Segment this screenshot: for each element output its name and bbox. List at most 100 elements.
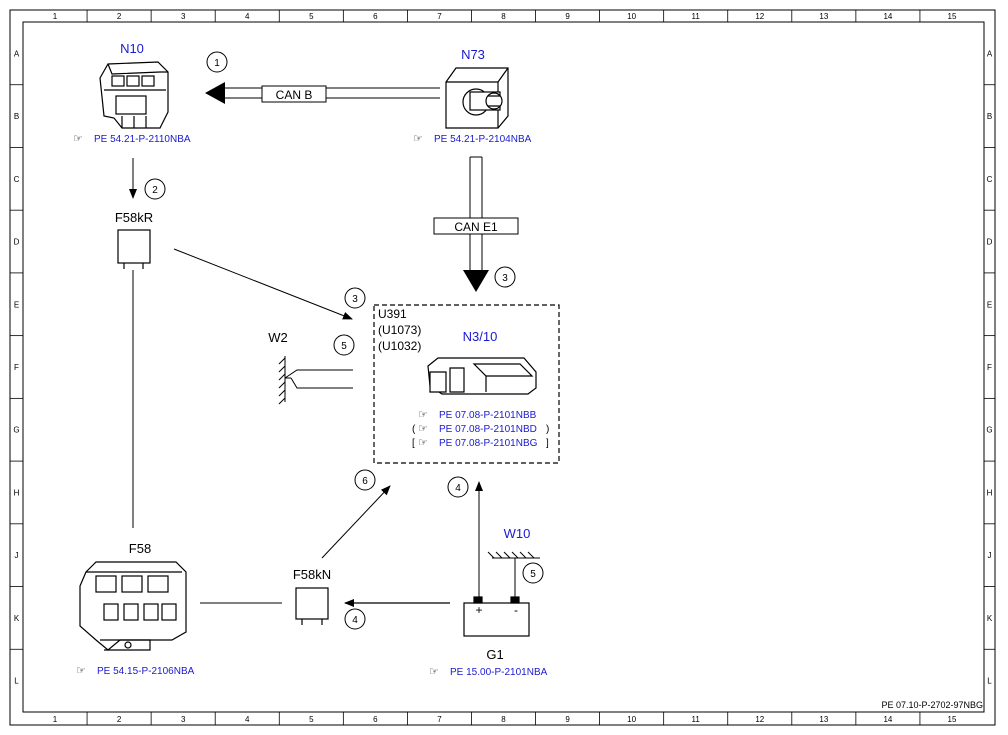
grid-row-left-D: D xyxy=(14,238,20,247)
step-5a-number: 5 xyxy=(341,341,347,352)
grid-col-bottom-4: 4 xyxy=(245,715,250,724)
n3-10-ref-1: PE 07.08-P-2101NBB xyxy=(439,410,537,421)
grid-col-bottom-6: 6 xyxy=(373,715,378,724)
n73-label: N73 xyxy=(461,47,485,62)
grid-row-right-F: F xyxy=(987,363,992,372)
can-e1-label: CAN E1 xyxy=(454,220,498,234)
grid-col-top-10: 10 xyxy=(627,12,636,21)
grid-row-left-B: B xyxy=(14,112,19,121)
f58-ref-icon: ☞ xyxy=(76,664,86,677)
f58kn-component: F58kN xyxy=(293,567,331,625)
grid-row-left-C: C xyxy=(14,175,20,184)
grid-col-top-12: 12 xyxy=(755,12,764,21)
grid-row-right-K: K xyxy=(987,614,993,623)
f58kr-relay-icon xyxy=(117,229,151,269)
can-b-bus: CAN B xyxy=(205,82,440,104)
grid-col-top-11: 11 xyxy=(692,12,701,21)
n3-10-code-1: U391 xyxy=(378,307,407,321)
f58-component: F58 ☞ PE 54.15-P-2106NBA xyxy=(76,541,195,677)
grid-col-top-8: 8 xyxy=(501,12,506,21)
step-6-number: 6 xyxy=(362,476,368,487)
grid-col-bottom-13: 13 xyxy=(819,715,828,724)
n73-component: N73 ☞ PE 54.21-P-2104NBA xyxy=(413,47,532,145)
grid-col-top-2: 2 xyxy=(117,12,122,21)
grid-col-bottom-2: 2 xyxy=(117,715,122,724)
n3-10-ref-3-close: ] xyxy=(546,438,549,449)
ignition-switch-icon xyxy=(445,67,509,129)
n10-ref-icon: ☞ xyxy=(73,132,83,145)
n73-ref: PE 54.21-P-2104NBA xyxy=(434,134,532,145)
ground-w2-icon xyxy=(278,356,353,405)
grid-col-bottom-14: 14 xyxy=(883,715,892,724)
w2-component: W2 xyxy=(268,330,353,405)
n3-10-ref-2: PE 07.08-P-2101NBD xyxy=(439,424,537,435)
inner-frame xyxy=(22,21,985,713)
n10-label: N10 xyxy=(120,41,144,56)
grid-row-right-G: G xyxy=(986,426,992,435)
n10-ref: PE 54.21-P-2110NBA xyxy=(94,134,191,145)
grid-col-top-9: 9 xyxy=(565,12,570,21)
n3-10-ref-icon-1: ☞ xyxy=(418,408,428,421)
grid-row-left-K: K xyxy=(14,614,20,623)
grid-row-left-L: L xyxy=(14,677,19,686)
grid-row-right-A: A xyxy=(987,49,993,58)
can-e1-bus: CAN E1 xyxy=(433,156,519,292)
n3-10-code-3: (U1032) xyxy=(378,339,421,353)
grid-row-right-L: L xyxy=(987,677,992,686)
battery-minus: - xyxy=(514,603,518,617)
n3-10-ref-2-close: ) xyxy=(546,424,549,435)
grid-col-bottom-9: 9 xyxy=(565,715,570,724)
step-1-number: 1 xyxy=(214,58,220,69)
n3-10-ref-icon-3: ☞ xyxy=(418,436,428,449)
grid-row-left-J: J xyxy=(15,551,19,560)
grid-col-bottom-7: 7 xyxy=(437,715,442,724)
n3-10-label: N3/10 xyxy=(463,329,498,344)
g1-component: + - G1 ☞ PE 15.00-P-2101NBA xyxy=(429,596,548,678)
step-4b-number: 4 xyxy=(352,615,358,626)
arrow-f58kr-to-n3-10 xyxy=(173,248,353,320)
grid-col-bottom-5: 5 xyxy=(309,715,314,724)
f58kr-label: F58kR xyxy=(115,210,153,225)
g1-ref-icon: ☞ xyxy=(429,665,439,678)
can-b-label: CAN B xyxy=(276,88,313,102)
n3-10-ref-icon-2: ☞ xyxy=(418,422,428,435)
grid-col-top-1: 1 xyxy=(53,12,58,21)
n73-ref-icon: ☞ xyxy=(413,132,423,145)
grid-col-top-3: 3 xyxy=(181,12,186,21)
step-4a-number: 4 xyxy=(455,483,461,494)
grid-row-right-H: H xyxy=(987,488,993,497)
grid-row-left-E: E xyxy=(14,300,19,309)
ground-w10-icon xyxy=(487,551,540,598)
grid-col-top-5: 5 xyxy=(309,12,314,21)
n3-10-code-2: (U1073) xyxy=(378,323,421,337)
w10-label: W10 xyxy=(504,526,531,541)
grid-row-right-E: E xyxy=(987,300,992,309)
grid-col-bottom-12: 12 xyxy=(755,715,764,724)
frame-grid: 1122334455667788991010111112121313141415… xyxy=(10,10,995,725)
grid-col-bottom-8: 8 xyxy=(501,715,506,724)
step-4a-marker xyxy=(447,476,469,498)
g1-ref: PE 15.00-P-2101NBA xyxy=(450,667,548,678)
n3-10-ref-3-open: [ xyxy=(412,438,415,449)
step-5b-number: 5 xyxy=(530,569,536,580)
n3-10-boundary xyxy=(373,304,560,464)
grid-col-bottom-3: 3 xyxy=(181,715,186,724)
battery-icon xyxy=(463,596,530,637)
w2-label: W2 xyxy=(268,330,288,345)
grid-col-top-4: 4 xyxy=(245,12,250,21)
grid-col-bottom-15: 15 xyxy=(948,715,957,724)
step-3b-marker xyxy=(494,266,516,288)
grid-col-top-6: 6 xyxy=(373,12,378,21)
n3-10-ref-3: PE 07.08-P-2101NBG xyxy=(439,438,538,449)
grid-col-bottom-1: 1 xyxy=(53,715,58,724)
outer-frame xyxy=(9,9,996,726)
f58kr-component: F58kR xyxy=(115,210,153,269)
f58kn-relay-icon xyxy=(295,587,329,625)
step-2-marker xyxy=(144,178,166,200)
arrow-f58kn-to-n3-10 xyxy=(321,485,391,559)
step-2-number: 2 xyxy=(152,185,158,196)
grid-col-top-7: 7 xyxy=(437,12,442,21)
grid-row-right-D: D xyxy=(987,238,993,247)
document-code: PE 07.10-P-2702-97NBG xyxy=(881,700,983,710)
n3-10-ref-2-open: ( xyxy=(412,424,416,435)
